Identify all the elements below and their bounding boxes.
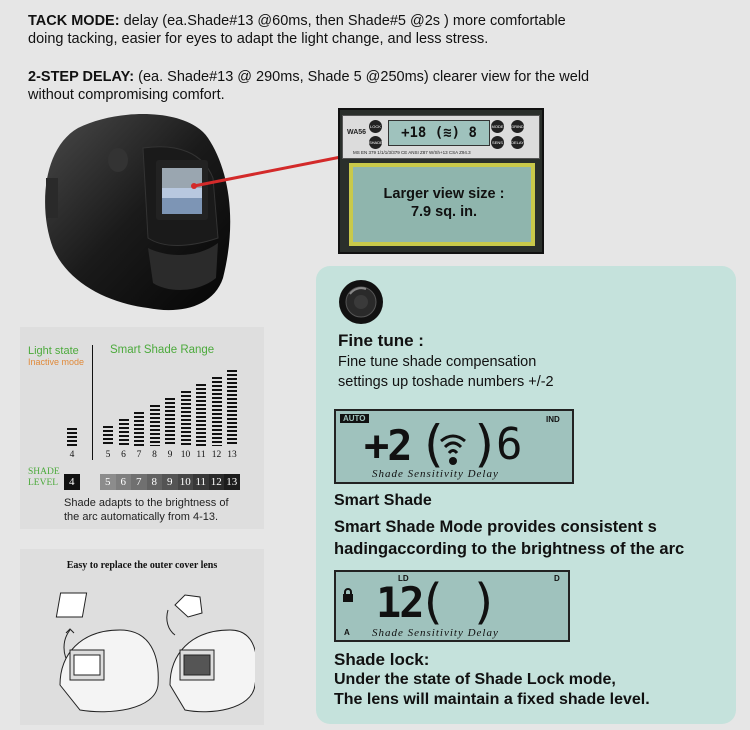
cert-text: MS EN 379 1/1/1/3/379 CE ANSI Z87 W/Sh+1… [353,150,471,155]
level-box: 5 [100,474,116,490]
level-box: 8 [146,474,162,490]
tack-mode-label: TACK MODE: [28,13,120,29]
lcd-display-shade-lock: LD D A 12 ( ) Shade Sensitivity Delay [334,570,570,642]
two-step-text-2: without compromising comfort. [28,87,225,103]
lcd2-footer: Shade Sensitivity Delay [372,627,499,639]
d-label: D [554,574,560,583]
lock-button[interactable]: LOCK [369,120,382,133]
fine-tune-value: +2 [364,421,413,470]
shade-lock-text-2: The lens will maintain a fixed shade lev… [334,691,650,708]
sens-button[interactable]: SENS [491,136,504,149]
bracket-left: ( [418,415,449,473]
smart-shade-text-1: Smart Shade Mode provides consistent s [334,518,657,536]
a-label: A [344,628,350,637]
shade-bar [134,412,144,446]
level-box: 7 [131,474,147,490]
shade-bar [149,405,160,446]
tick-label: 5 [105,450,111,460]
shade-caption: Shade adapts to the brightness of the ar… [64,496,229,524]
tick-label: 12 [211,450,222,460]
view-size-line-2: 7.9 sq. in. [410,204,478,220]
shade-button[interactable]: SHADE [369,136,383,149]
features-panel [316,266,736,724]
tick-label: 11 [196,450,206,460]
two-step-text-1: (ea. Shade#13 @ 290ms, Shade 5 @250ms) c… [134,69,590,85]
shade-lock-text-1: Under the state of Shade Lock mode, [334,671,616,688]
shade-bar [118,419,129,446]
pointer-line [191,154,347,189]
smart-shade-title: Smart Shade [334,492,432,509]
tack-mode-text-2: doing tacking, easier for eyes to adapt … [28,31,489,47]
tick-inactive: 4 [69,450,75,460]
lens-diagram-image [55,592,255,713]
mini-lcd: +18 (≋) 8 [388,120,490,146]
ld-label: LD [398,574,409,583]
shade-bar [211,377,222,446]
shade-number: 6 [496,419,523,470]
shade-level-label: SHADE LEVEL [28,467,60,489]
control-panel-display: WA56 LOCK SHADE +18 (≋) 8 MODE GRIND SEN… [342,115,540,159]
lcd-display-fine-tune: AUTO IND +2 ( ) 6 Shade Sensitivity Dela… [334,409,574,484]
level-box: 10 [177,474,193,490]
delay-button[interactable]: DELAY [511,136,524,149]
tick-label: 8 [152,450,157,460]
light-state-label: Light state [28,345,79,357]
fine-tune-text-2: settings up toshade numbers +/-2 [338,374,554,390]
mode-button[interactable]: MODE [491,120,504,133]
chart-divider [92,345,93,460]
shade-bar [180,391,191,446]
sensor-wave-icon [440,434,466,465]
shade-caption-1: Shade adapts to the brightness of [64,497,229,509]
level-box: 9 [162,474,178,490]
shade-bar [196,384,206,446]
view-size-text: Larger view size : 7.9 sq. in. [360,185,528,221]
level-box-inactive: 4 [64,474,80,490]
shade-lock-value: 12 [376,578,425,627]
lcd1-footer: Shade Sensitivity Delay [372,468,499,480]
view-size-line-1: Larger view size : [383,186,505,202]
model-label: WA56 [347,129,367,136]
level-box: 13 [224,474,240,490]
fine-tune-text-1: Fine tune shade compensation [338,354,537,370]
tick-label: 7 [136,450,142,460]
shade-lock-title: Shade lock: [334,650,430,669]
grind-button[interactable]: GRIND [511,120,524,133]
tick-label: 10 [180,450,191,460]
shade-level-label-2: LEVEL [28,478,59,488]
welding-helmet-image [45,114,231,311]
two-step-label: 2-STEP DELAY: [28,69,135,85]
view-window [349,163,535,246]
inactive-mode-label: Inactive mode [28,357,85,367]
shade-level-label-1: SHADE [28,467,60,477]
smart-shade-text: Smart Shade Mode provides consistent s h… [334,516,684,560]
shade-bar [227,370,237,446]
smart-shade-text-2: hadingaccording to the brightness of the… [334,540,685,558]
auto-label: AUTO [340,414,369,423]
tack-mode-paragraph: TACK MODE: delay (ea.Shade#13 @60ms, the… [28,12,728,48]
two-step-paragraph: 2-STEP DELAY: (ea. Shade#13 @ 290ms, Sha… [28,68,728,104]
bracket-right: ) [470,415,501,473]
knob-icon [339,280,383,324]
lens-title: Easy to replace the outer cover lens [66,560,218,571]
ind-label: IND [546,415,560,424]
level-box: 12 [208,474,224,490]
shade-bar [165,398,175,446]
tick-label: 6 [121,450,126,460]
bracket-right-2: ) [470,574,499,630]
shade-bar [103,426,113,446]
lock-icon [343,588,353,602]
level-box: 11 [193,474,209,490]
fine-tune-title: Fine tune : [338,331,424,350]
fine-tune-text: Fine tune shade compensation settings up… [338,352,554,392]
shade-bar-inactive [67,428,77,446]
shade-lock-text: Under the state of Shade Lock mode, The … [334,670,650,710]
level-box: 6 [115,474,131,490]
tick-label: 9 [167,450,173,460]
tack-mode-text-1: delay (ea.Shade#13 @60ms, then Shade#5 @… [119,13,566,29]
smart-shade-range-title: Smart Shade Range [110,344,215,356]
shade-caption-2: the arc automatically from 4-13. [64,511,219,523]
tick-label: 13 [227,450,237,460]
bracket-left-2: ( [418,574,447,630]
